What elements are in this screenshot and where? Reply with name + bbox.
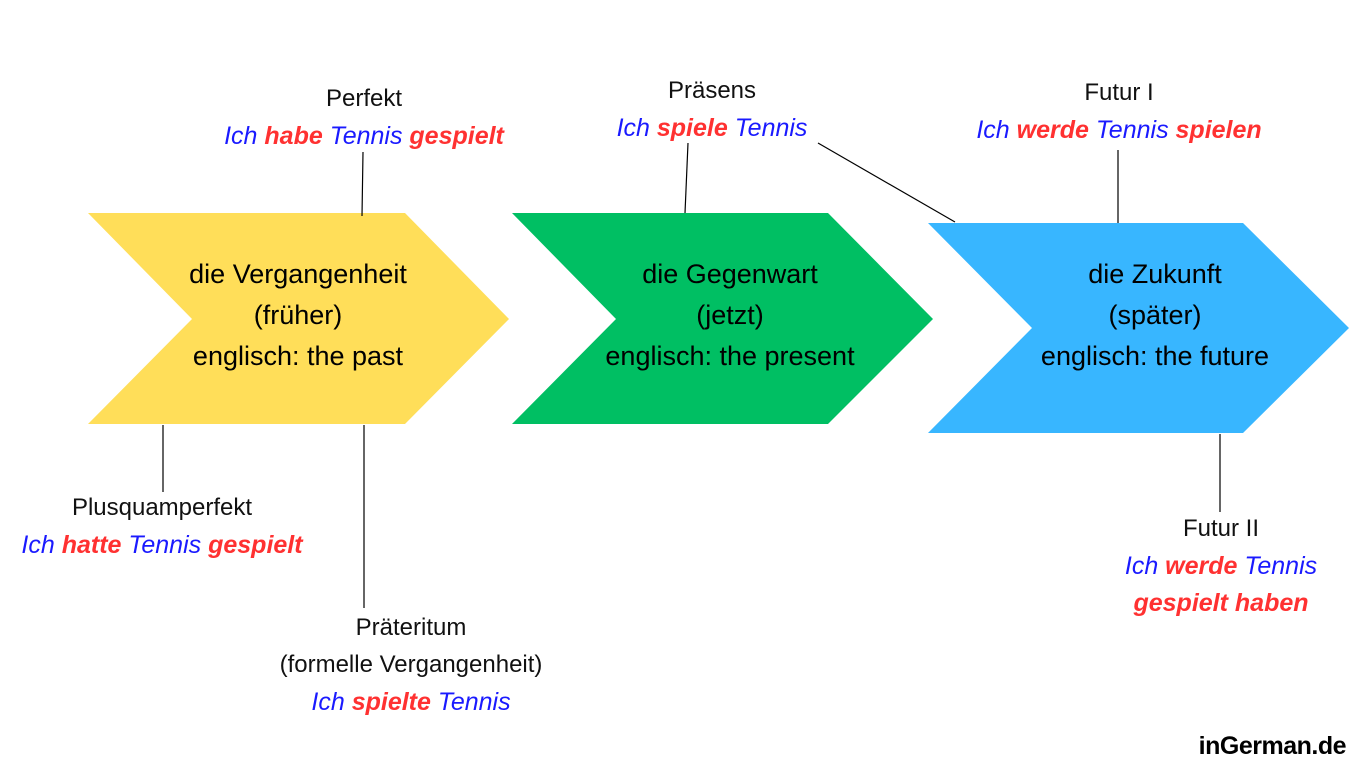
- future-english: englisch: the future: [1040, 341, 1270, 371]
- past-english: englisch: the past: [192, 341, 404, 371]
- chevron-past: [88, 213, 509, 424]
- future-title: die Zukunft: [1088, 259, 1222, 289]
- plusquamperfekt-example: Ich hatte Tennis gespielt: [21, 530, 302, 560]
- futur1-name: Futur I: [1084, 79, 1154, 106]
- present-english: englisch: the present: [605, 341, 855, 371]
- futur1-example: Ich werde Tennis spielen: [976, 115, 1261, 145]
- connector-present-future: [817, 142, 956, 223]
- connector-praesens: [684, 142, 689, 214]
- past-title: die Vergangenheit: [189, 259, 407, 289]
- sentence-segment: Tennis: [727, 114, 808, 142]
- past-label: die Vergangenheit (früher) englisch: the…: [189, 254, 407, 377]
- verb-segment: gespielt: [208, 531, 303, 559]
- sentence-segment: Tennis: [121, 531, 209, 559]
- plusquamperfekt-name: Plusquamperfekt: [71, 494, 253, 521]
- connector-perfekt: [361, 151, 364, 217]
- sentence-segment: Ich: [21, 531, 62, 559]
- future-gloss: (später): [1108, 300, 1202, 330]
- ingerman-logo: inGerman.de: [1198, 732, 1347, 760]
- sentence-segment: Ich: [1124, 552, 1166, 580]
- futur2-example-line2: gespielt haben: [1133, 588, 1308, 618]
- perfekt-name: Perfekt: [325, 85, 403, 112]
- present-gloss: (jetzt): [696, 300, 764, 330]
- praesens-example: Ich spiele Tennis: [617, 113, 808, 143]
- verb-segment: spielte: [351, 688, 431, 716]
- present-title: die Gegenwart: [642, 259, 818, 289]
- sentence-segment: Tennis: [322, 122, 410, 150]
- sentence-segment: Tennis: [1237, 552, 1318, 580]
- praeteritum-name: Präteritum: [355, 614, 467, 641]
- futur2-example: Ich werde Tennis: [1125, 551, 1317, 581]
- chevron-future: [928, 223, 1349, 433]
- praesens-name: Präsens: [667, 77, 757, 104]
- praeteritum-subtitle: (formelle Vergangenheit): [279, 651, 543, 678]
- verb-segment: werde: [1165, 552, 1238, 580]
- sentence-segment: Tennis: [1088, 116, 1176, 144]
- verb-segment: werde: [1016, 116, 1089, 144]
- past-gloss: (früher): [253, 300, 343, 330]
- sentence-segment: Ich: [976, 116, 1017, 144]
- verb-segment: hatte: [61, 531, 122, 559]
- verb-segment: gespielt haben: [1133, 589, 1309, 617]
- praeteritum-example: Ich spielte Tennis: [311, 687, 510, 717]
- verb-segment: gespielt: [409, 122, 504, 150]
- chevron-present: [512, 213, 933, 424]
- verb-segment: spielen: [1175, 116, 1262, 144]
- sentence-segment: Tennis: [430, 688, 511, 716]
- sentence-segment: Ich: [311, 688, 352, 716]
- sentence-segment: Ich: [224, 122, 265, 150]
- futur2-name: Futur II: [1182, 515, 1260, 542]
- future-label: die Zukunft (später) englisch: the futur…: [1041, 254, 1269, 377]
- verb-segment: spiele: [656, 114, 728, 142]
- verb-segment: habe: [264, 122, 323, 150]
- perfekt-example: Ich habe Tennis gespielt: [224, 121, 504, 151]
- sentence-segment: Ich: [616, 114, 657, 142]
- present-label: die Gegenwart (jetzt) englisch: the pres…: [605, 254, 854, 377]
